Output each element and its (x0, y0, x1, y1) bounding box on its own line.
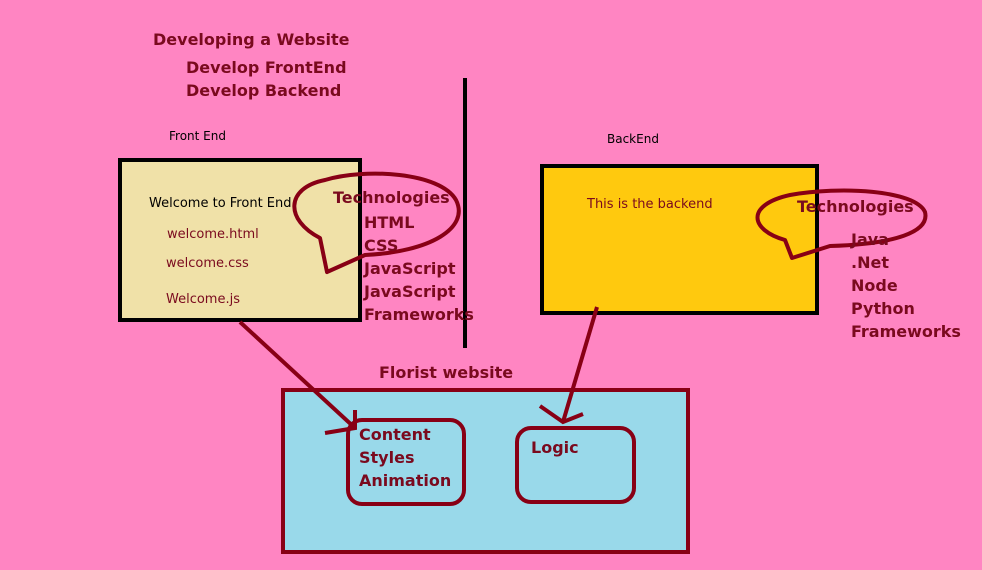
backend-arrow (561, 306, 599, 423)
heading-step-frontend: Develop FrontEnd (186, 58, 347, 77)
frontend-tech-item: JavaScript (364, 259, 456, 278)
frontend-welcome: Welcome to Front End (149, 196, 292, 211)
frontend-arrow (238, 320, 357, 430)
frontend-file-css: welcome.css (166, 256, 249, 271)
frontend-tech-item: Frameworks (364, 305, 474, 324)
content-box (346, 418, 466, 506)
backend-tech-item: Node (851, 276, 898, 295)
backend-tech-list: Java .Net Node Python Frameworks (851, 228, 961, 343)
frontend-tech-title: Technologies (333, 188, 450, 207)
backend-tech-title: Technologies (797, 197, 914, 216)
frontend-file-js: Welcome.js (166, 292, 240, 307)
backend-arrowhead (538, 404, 584, 425)
backend-tech-item: Frameworks (851, 322, 961, 341)
backend-speech-bubble (755, 188, 928, 260)
florist-title: Florist website (379, 363, 514, 382)
florist-content-item: Styles (359, 448, 415, 467)
frontend-tech-item: CSS (364, 236, 399, 255)
frontend-file-html: welcome.html (167, 227, 259, 242)
frontend-tech-list: HTML CSS JavaScript JavaScript Framework… (364, 211, 474, 326)
frontend-tech-item: JavaScript (364, 282, 456, 301)
backend-text: This is the backend (587, 197, 713, 212)
frontend-tech-item: HTML (364, 213, 415, 232)
florist-content-item: Animation (359, 471, 452, 490)
backend-box (540, 164, 819, 315)
frontend-speech-bubble (292, 171, 461, 274)
logic-box (515, 426, 636, 504)
frontend-caption: Front End (169, 129, 226, 143)
heading-step-backend: Develop Backend (186, 81, 342, 100)
backend-tech-item: .Net (851, 253, 889, 272)
florist-logic-label: Logic (531, 438, 579, 457)
florist-content-list: Content Styles Animation (359, 423, 451, 492)
heading-title: Developing a Website (153, 30, 350, 49)
backend-tech-item: Java (851, 230, 889, 249)
backend-tech-item: Python (851, 299, 915, 318)
frontend-arrowhead (324, 410, 357, 435)
backend-caption: BackEnd (607, 132, 659, 146)
florist-content-item: Content (359, 425, 431, 444)
